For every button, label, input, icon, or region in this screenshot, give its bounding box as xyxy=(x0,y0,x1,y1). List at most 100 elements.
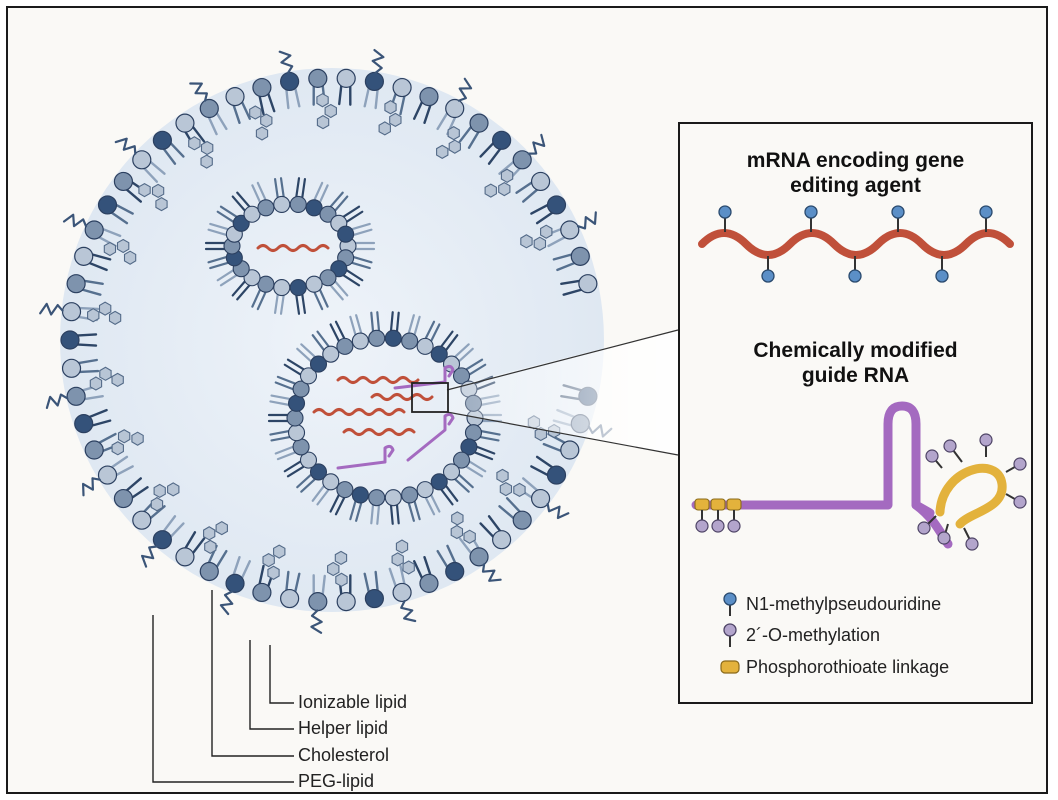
lipid xyxy=(132,497,166,530)
cholesterol xyxy=(89,366,124,391)
lipid xyxy=(363,570,384,609)
lipid xyxy=(152,515,185,550)
n1-methylpseudouridine-pin xyxy=(848,269,862,283)
blue-pin-icon xyxy=(723,592,737,616)
peg-chain xyxy=(39,302,64,316)
2-o-methylation-pin xyxy=(979,433,993,447)
lipid xyxy=(311,473,340,506)
mrna-squiggle xyxy=(312,408,406,416)
lipid xyxy=(412,555,439,593)
lipid xyxy=(436,98,465,136)
2-o-methylation-pin xyxy=(925,449,939,463)
cholesterol xyxy=(450,511,476,544)
2-o-methylation-pin xyxy=(937,531,951,545)
cholesterol xyxy=(327,550,348,587)
2-o-methylation-pin xyxy=(727,519,741,533)
lipid xyxy=(274,438,310,461)
guide-rna-mini xyxy=(406,412,455,462)
lipid xyxy=(452,451,487,478)
phosphorothioate-capsule xyxy=(710,498,726,511)
mrna-squiggle xyxy=(256,244,330,252)
lipid xyxy=(132,150,166,183)
lipid xyxy=(280,71,301,110)
peg-chain xyxy=(371,49,385,74)
mrna-squiggle xyxy=(336,376,420,384)
lipid xyxy=(60,330,98,350)
lipid xyxy=(363,71,384,110)
cholesterol xyxy=(111,429,144,456)
cholesterol xyxy=(262,544,286,580)
lipid xyxy=(460,438,496,461)
lipid xyxy=(274,375,310,398)
lipid xyxy=(384,311,402,347)
lipid xyxy=(458,531,489,567)
lipid xyxy=(280,570,301,609)
lipid xyxy=(74,246,112,272)
lipid xyxy=(311,330,340,363)
lipid xyxy=(251,275,275,311)
peg-chain xyxy=(141,545,158,568)
cholesterol xyxy=(436,125,461,160)
lipid xyxy=(296,463,328,493)
lipid xyxy=(66,274,104,296)
legend-n1-methylpseudouridine: N1-methylpseudouridine xyxy=(746,594,942,614)
lipid xyxy=(152,130,185,165)
peg-chain xyxy=(527,133,546,155)
guide-title-line1: Chemically modified xyxy=(753,339,958,362)
zoom-line-top xyxy=(446,329,679,391)
label-ionizable-lipid: Ionizable lipid xyxy=(298,692,408,712)
cholesterol xyxy=(188,136,214,169)
cholesterol xyxy=(103,238,137,265)
lipid xyxy=(430,473,459,506)
lipid xyxy=(329,481,354,516)
n1-methylpseudouridine-pin xyxy=(761,269,775,283)
cholesterol xyxy=(496,468,526,498)
peg-chain xyxy=(219,590,234,616)
n1-methylpseudouridine-pin xyxy=(935,269,949,283)
leader-lines xyxy=(152,590,294,783)
lipid xyxy=(283,358,318,385)
n1-methylpseudouridine-pin xyxy=(891,205,905,219)
peg-chain xyxy=(576,211,597,230)
nanoparticle-core xyxy=(60,68,604,612)
lipid xyxy=(283,451,318,478)
n1-methylpseudouridine-pin xyxy=(979,205,993,219)
phosphorothioate-capsule xyxy=(726,498,742,511)
lipid xyxy=(401,486,421,522)
lipid xyxy=(416,481,441,516)
lipid xyxy=(442,463,474,493)
lipid xyxy=(452,358,487,385)
cholesterol xyxy=(484,168,514,198)
legend-2-o-methylation: 2´-O-methylation xyxy=(746,625,881,645)
label-cholesterol: Cholesterol xyxy=(298,745,390,765)
mrna-backbone xyxy=(698,229,1014,259)
n1-methylpseudouridine-pin xyxy=(718,205,732,219)
phosphorothioate-hairpin xyxy=(935,463,1007,529)
yellow-capsule-icon xyxy=(720,660,740,674)
lipid xyxy=(273,177,291,213)
lipid xyxy=(349,486,369,522)
lipid xyxy=(412,87,439,125)
lipid xyxy=(542,220,580,248)
lipid xyxy=(530,455,567,485)
lipid xyxy=(61,358,100,378)
vesicle-cargo xyxy=(256,244,455,470)
lavender-pin-icon xyxy=(723,623,737,647)
lipid xyxy=(97,455,134,485)
lipid xyxy=(97,195,134,225)
lipid xyxy=(515,171,551,203)
cholesterol xyxy=(391,539,415,575)
outer-lipid-shell xyxy=(39,49,613,634)
lipid xyxy=(329,320,354,355)
guide-backbone xyxy=(691,401,935,518)
cholesterol xyxy=(316,93,337,130)
cholesterol xyxy=(150,482,180,512)
2-o-methylation-pin xyxy=(695,519,709,533)
guide-rna-mini xyxy=(336,444,395,470)
zoom-line-bottom xyxy=(446,411,679,456)
cholesterol xyxy=(87,301,122,326)
lipid xyxy=(231,191,261,223)
peg-chain xyxy=(62,213,88,228)
